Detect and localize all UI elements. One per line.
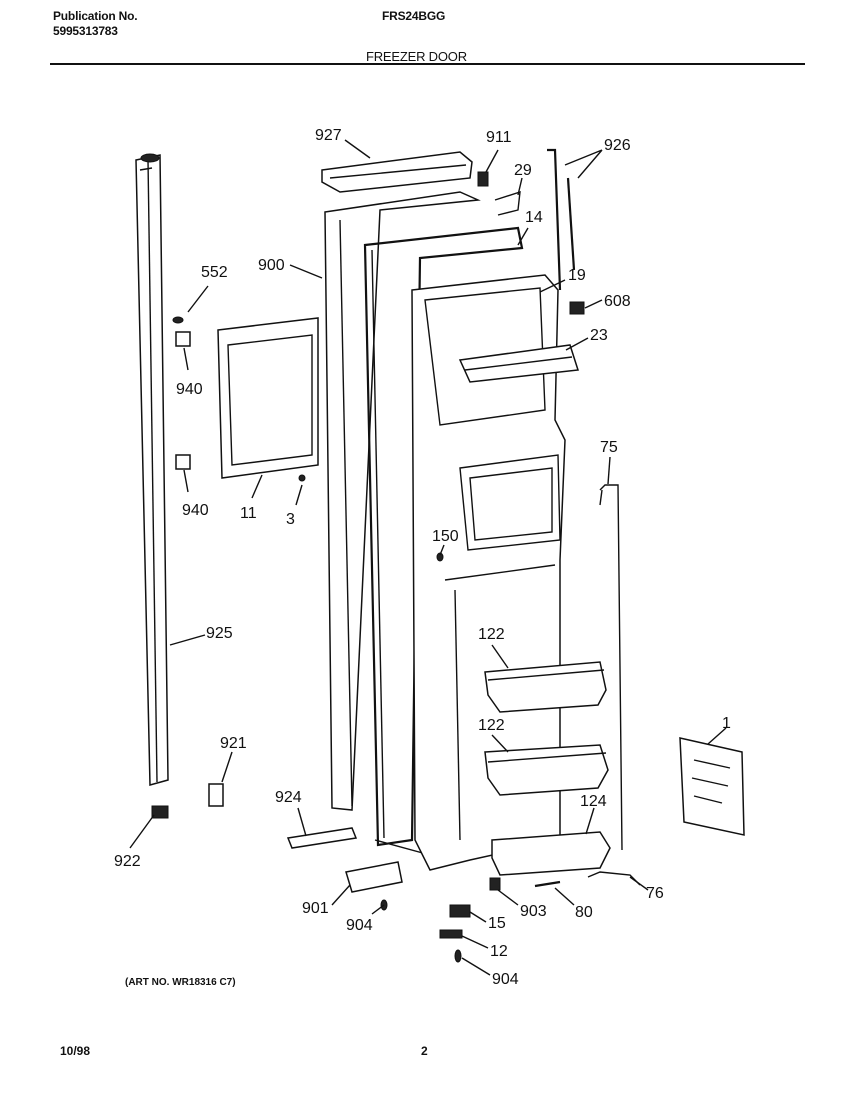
- callout-80: 80: [575, 904, 593, 921]
- callout-903: 903: [520, 903, 547, 920]
- part-940-hinge-lower: [175, 454, 191, 470]
- art-number: (ART NO. WR18316 C7): [125, 977, 236, 988]
- part-901-lower-hinge: [345, 861, 403, 893]
- callout-124: 124: [580, 793, 607, 810]
- part-150-screw: [436, 552, 444, 562]
- callout-15: 15: [488, 915, 506, 932]
- callout-14: 14: [525, 209, 543, 226]
- part-903-bushing: [489, 877, 501, 891]
- publication-label: Publication No.: [53, 9, 138, 23]
- callout-940-upper: 940: [176, 381, 203, 398]
- part-122-door-bin-lower: [484, 744, 609, 796]
- callout-23: 23: [590, 327, 608, 344]
- callout-122-upper: 122: [478, 626, 505, 643]
- callout-75: 75: [600, 439, 618, 456]
- part-927-top-cap: [321, 151, 473, 193]
- part-924-bottom-trim: [286, 827, 358, 849]
- part-940-hinge-upper: [175, 331, 191, 347]
- callout-608: 608: [604, 293, 631, 310]
- callout-940-lower: 940: [182, 502, 209, 519]
- page-number: 2: [421, 1044, 428, 1058]
- part-608-switch: [569, 301, 585, 315]
- callout-900: 900: [258, 257, 285, 274]
- callout-12: 12: [490, 943, 508, 960]
- part-900-outer-panel: [324, 191, 481, 811]
- part-922-hinge-pin: [151, 805, 169, 819]
- part-23-shelf: [458, 344, 579, 383]
- part-911-bushing: [477, 171, 489, 187]
- callout-904-upper: 904: [346, 917, 373, 934]
- part-80-clip: [534, 880, 561, 888]
- callout-901: 901: [302, 900, 329, 917]
- header-divider: [50, 63, 805, 65]
- part-552-screw: [172, 316, 184, 324]
- part-19-inner-liner: [411, 274, 566, 871]
- part-15-cam: [449, 904, 471, 918]
- callout-122-lower: 122: [478, 717, 505, 734]
- callout-926: 926: [604, 137, 631, 154]
- section-title: FREEZER DOOR: [366, 49, 467, 64]
- part-122-door-bin-upper: [484, 661, 607, 713]
- part-925-handle-strip: [135, 153, 169, 786]
- callout-924: 924: [275, 789, 302, 806]
- part-29-spring: [494, 191, 521, 216]
- callout-927: 927: [315, 127, 342, 144]
- part-12-washer: [439, 929, 463, 939]
- leader-lines: [129, 139, 727, 976]
- callout-11: 11: [240, 505, 257, 522]
- callout-29: 29: [514, 162, 532, 179]
- footer-date: 10/98: [60, 1044, 91, 1058]
- part-124-bottom-bin: [491, 831, 611, 876]
- part-11-window-frame: [217, 317, 319, 479]
- callout-3: 3: [286, 511, 295, 528]
- part-3-plug: [298, 474, 306, 482]
- callout-552: 552: [201, 264, 228, 281]
- callout-922: 922: [114, 853, 141, 870]
- callout-19: 19: [568, 267, 586, 284]
- callout-925: 925: [206, 625, 233, 642]
- callout-1: 1: [722, 715, 731, 732]
- part-75-wire: [599, 484, 623, 851]
- callout-904-lower: 904: [492, 971, 519, 988]
- part-904-screw-lower: [454, 949, 462, 963]
- callout-921: 921: [220, 735, 247, 752]
- part-921-bracket: [208, 783, 224, 807]
- part-926-trim-strips: [547, 148, 576, 291]
- part-1-instruction-card: [679, 737, 745, 836]
- callout-76: 76: [646, 885, 664, 902]
- model-number: FRS24BGG: [382, 9, 446, 23]
- callout-911: 911: [486, 129, 512, 146]
- callout-150: 150: [432, 528, 459, 545]
- publication-number: 5995313783: [53, 24, 118, 38]
